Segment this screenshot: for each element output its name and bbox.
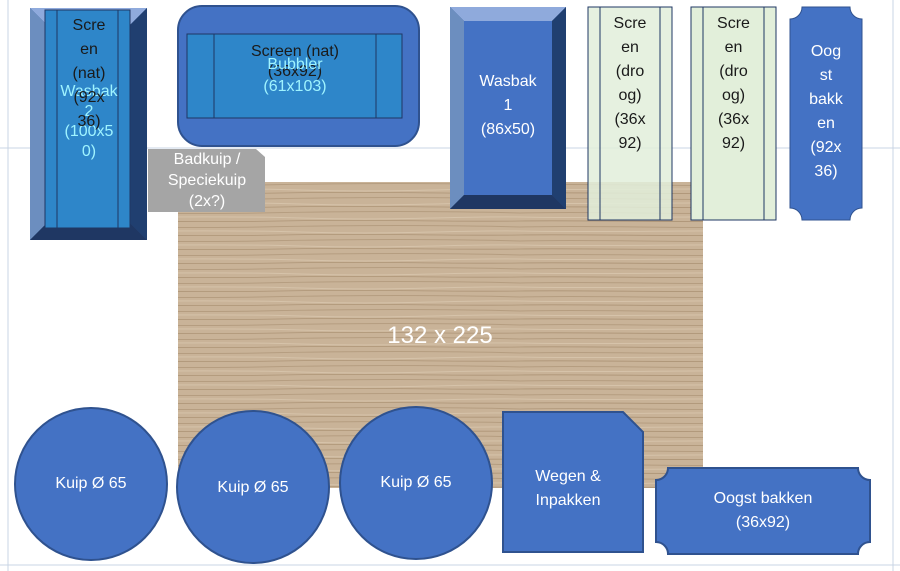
screen-droog-2 bbox=[690, 6, 777, 221]
oogst-bakken-horizontal bbox=[655, 467, 871, 555]
wasbak-2-label: Wasbak 2 (100x5 0) bbox=[60, 83, 118, 160]
kuip-2 bbox=[176, 410, 330, 564]
screen-nat-horizontal bbox=[186, 33, 403, 119]
kuip-3 bbox=[339, 406, 493, 560]
kuip-1 bbox=[14, 407, 168, 561]
kuip-2-label: Kuip Ø 65 bbox=[217, 479, 289, 496]
bubbler-label: Bubbler (61x103) bbox=[263, 56, 327, 95]
wegen-inpakken-label: Wegen & Inpakken bbox=[535, 468, 601, 509]
badkuip-label: Badkuip / Speciekuip (2x?) bbox=[167, 150, 247, 210]
screen-droog-2-label: Scre en (dro og) (36x 92) bbox=[717, 15, 750, 152]
wasbak-1 bbox=[450, 7, 566, 209]
oogst-bakken-horizontal-label: Oogst bakken (36x92) bbox=[713, 490, 813, 531]
oogst-bakken-vertical bbox=[789, 6, 863, 221]
wegen-inpakken bbox=[502, 411, 644, 553]
screen-droog-1-label: Scre en (dro og) (36x 92) bbox=[613, 15, 647, 152]
table-label: 132 x 225 bbox=[387, 322, 493, 349]
badkuip bbox=[148, 149, 265, 212]
kuip-1-label: Kuip Ø 65 bbox=[55, 475, 127, 492]
kuip-3-label: Kuip Ø 65 bbox=[380, 474, 452, 491]
screen-nat-vertical-label: Scre en (nat) (92x 36) bbox=[72, 17, 106, 130]
screen-nat-horizontal-label: Screen (nat) (36x92) bbox=[250, 43, 340, 80]
screen-nat-vertical bbox=[44, 9, 131, 229]
wasbak-1-label: Wasbak 1 (86x50) bbox=[479, 73, 537, 138]
oogst-bakken-vertical-label: Oog st bakk en (92x 36) bbox=[809, 43, 843, 180]
screen-droog-1 bbox=[587, 6, 673, 221]
